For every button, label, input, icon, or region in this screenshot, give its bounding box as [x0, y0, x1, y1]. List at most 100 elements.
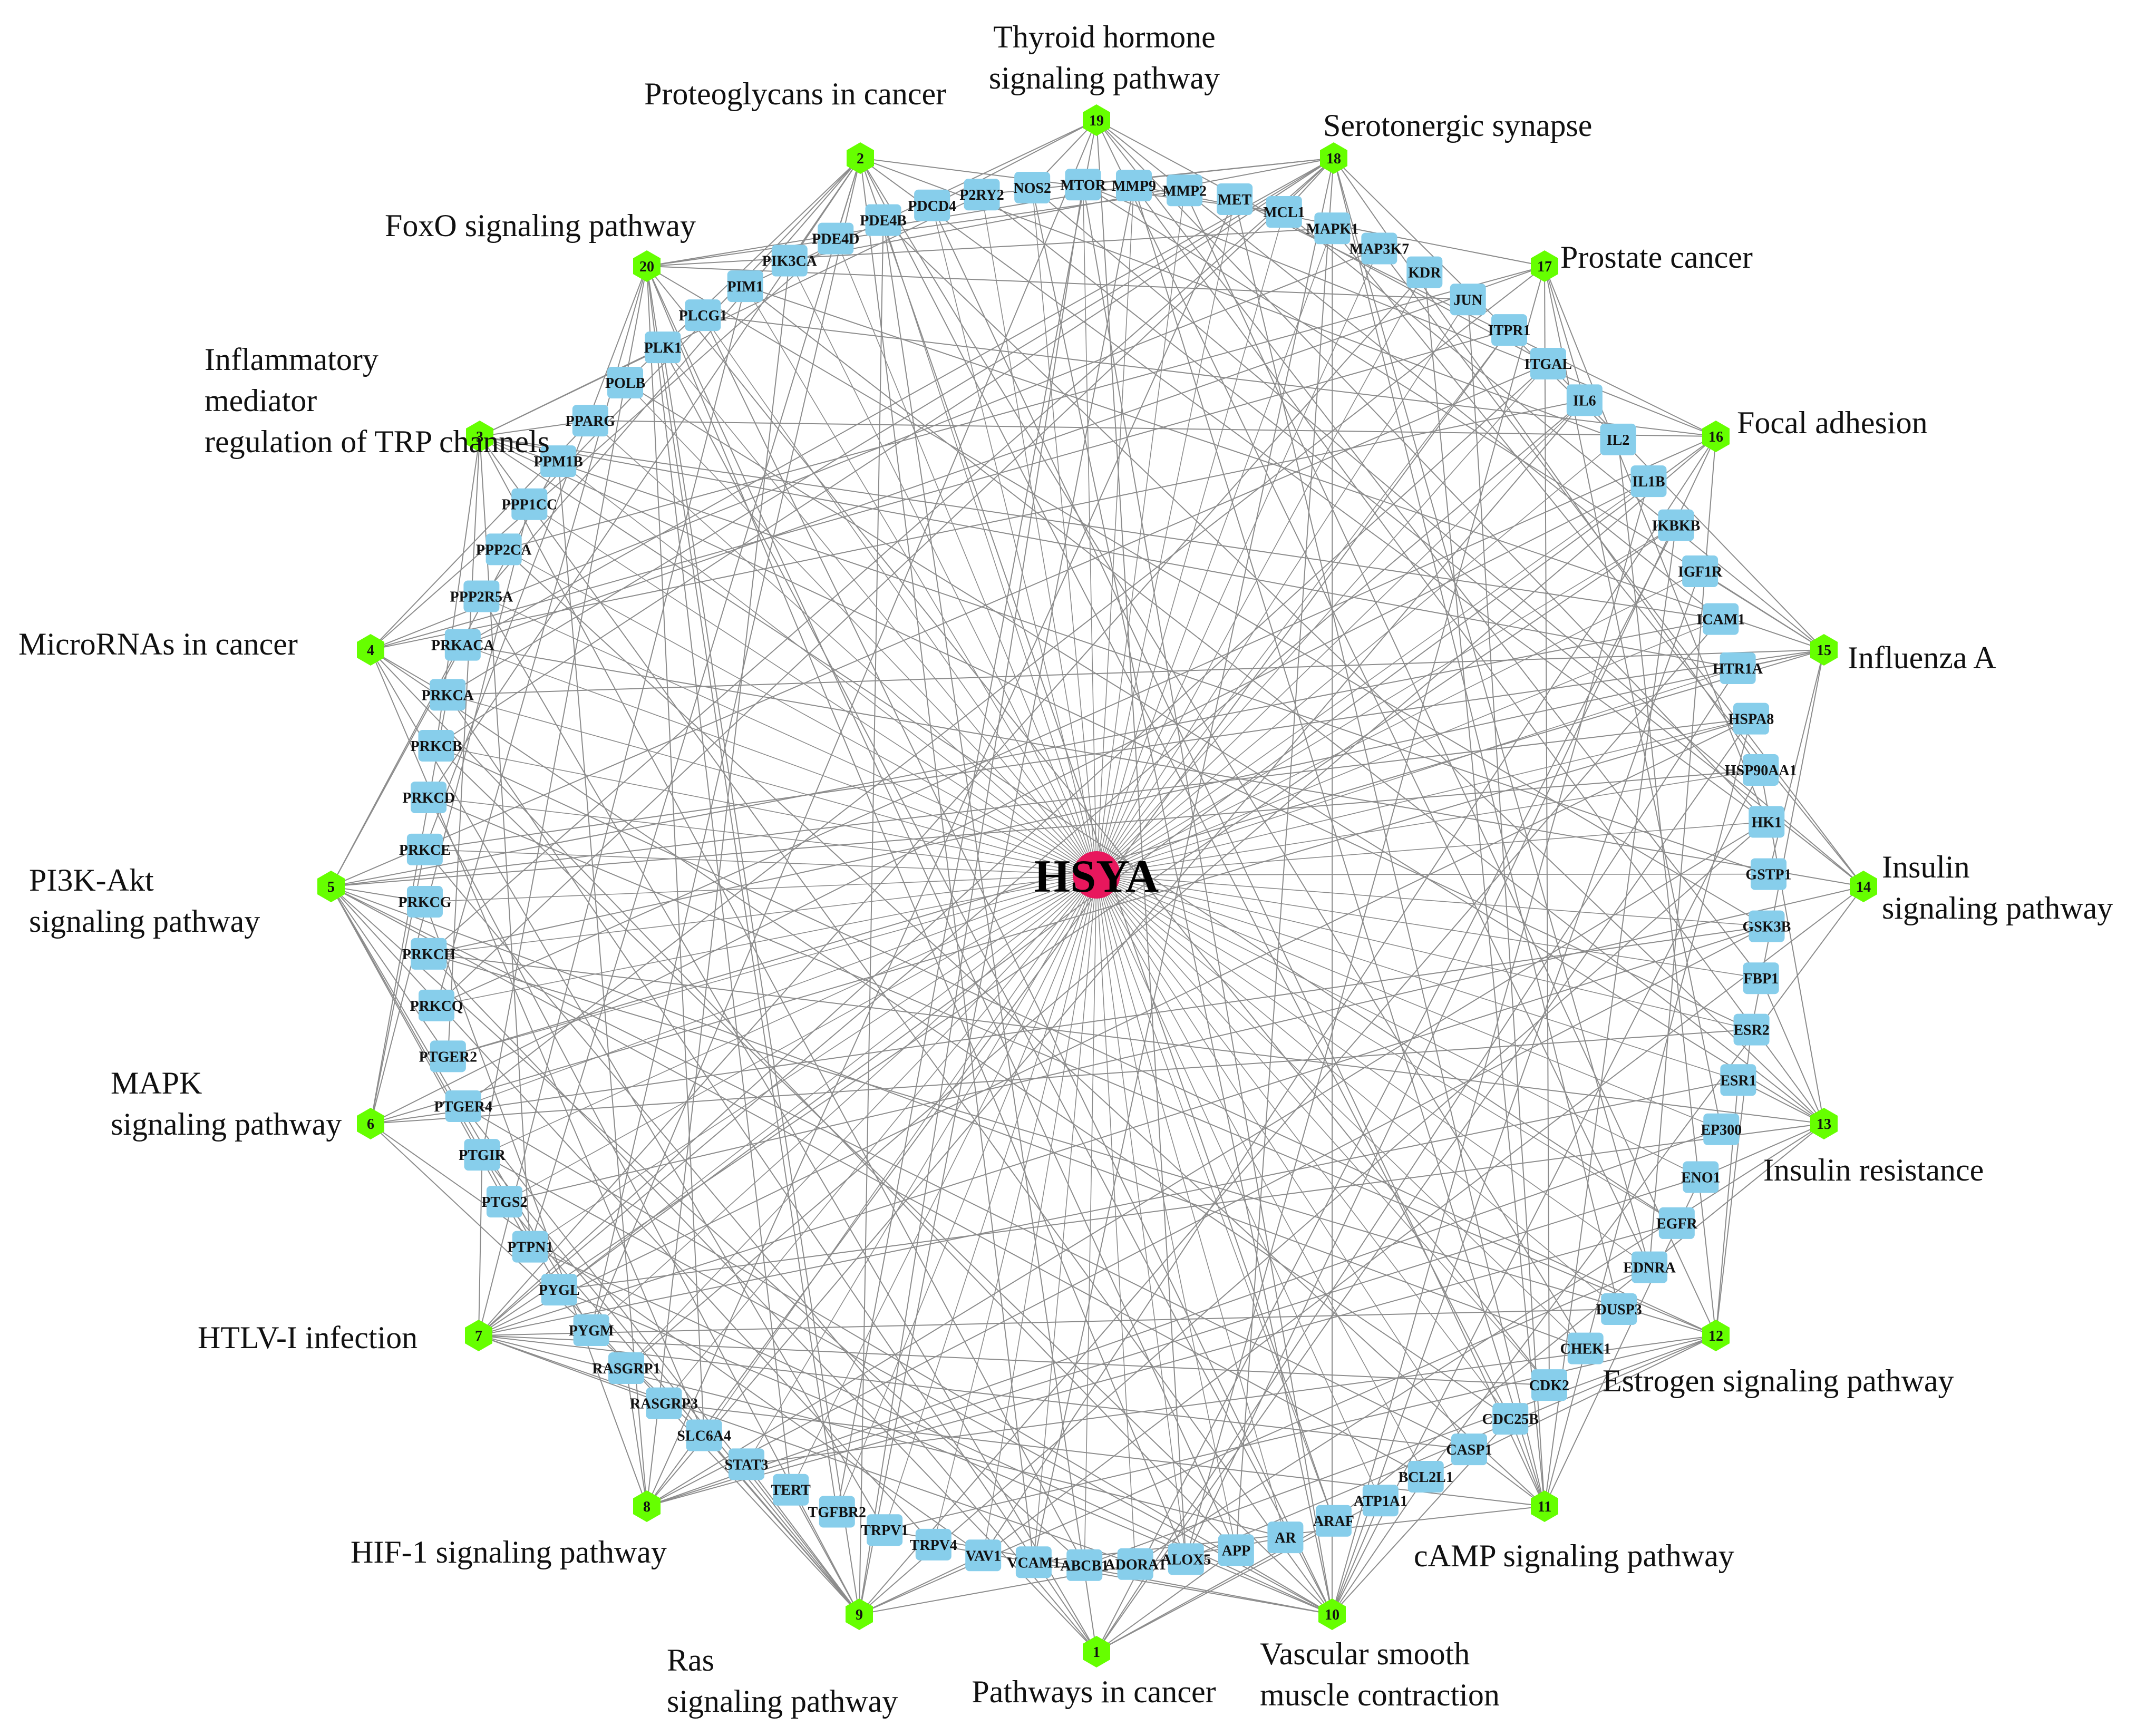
gene-node-gsk3b[interactable]: GSK3B [1743, 910, 1791, 942]
gene-node-prkcd[interactable]: PRKCD [402, 781, 455, 813]
gene-node-app[interactable]: APP [1218, 1534, 1254, 1566]
gene-node-araf[interactable]: ARAF [1313, 1505, 1354, 1537]
gene-node-hspa8[interactable]: HSPA8 [1729, 703, 1774, 735]
gene-node-prkcg[interactable]: PRKCG [398, 885, 452, 918]
gene-node-hsp90aa1[interactable]: HSP90AA1 [1725, 754, 1797, 786]
gene-node-jun[interactable]: JUN [1450, 284, 1486, 316]
gene-node-igf1r[interactable]: IGF1R [1678, 555, 1723, 587]
gene-node-met[interactable]: MET [1217, 183, 1253, 215]
gene-node-egfr[interactable]: EGFR [1656, 1207, 1698, 1239]
gene-node-plk1[interactable]: PLK1 [644, 331, 682, 364]
gene-node-eno1[interactable]: ENO1 [1681, 1161, 1721, 1193]
gene-node-casp1[interactable]: CASP1 [1446, 1433, 1492, 1466]
gene-node-ppp2r5a[interactable]: PPP2R5A [450, 580, 513, 612]
center-node[interactable]: HSYA [1034, 851, 1159, 902]
gene-node-rasgrp3[interactable]: RASGRP3 [630, 1387, 698, 1419]
gene-node-vcam1[interactable]: VCAM1 [1007, 1546, 1060, 1578]
gene-node-atp1a1[interactable]: ATP1A1 [1354, 1485, 1407, 1517]
gene-node-itgal[interactable]: ITGAL [1525, 347, 1572, 379]
gene-node-ptgs2[interactable]: PTGS2 [481, 1186, 527, 1218]
gene-node-polb[interactable]: POLB [605, 366, 645, 398]
gene-node-pygm[interactable]: PYGM [569, 1314, 614, 1347]
gene-node-ar[interactable]: AR [1267, 1522, 1304, 1554]
gene-node-il6[interactable]: IL6 [1566, 384, 1603, 416]
gene-node-ppp1cc[interactable]: PPP1CC [501, 488, 557, 520]
gene-node-prkce[interactable]: PRKCE [399, 833, 451, 865]
gene-node-prkcb[interactable]: PRKCB [411, 729, 462, 762]
gene-node-dusp3[interactable]: DUSP3 [1596, 1293, 1642, 1325]
gene-node-hk1[interactable]: HK1 [1749, 806, 1785, 838]
gene-node-pparg[interactable]: PPARG [566, 405, 616, 437]
gene-node-pdcd4[interactable]: PDCD4 [908, 189, 956, 221]
gene-node-plcg1[interactable]: PLCG1 [678, 299, 727, 331]
gene-node-rasgrp1[interactable]: RASGRP1 [592, 1352, 661, 1384]
gene-node-trpv4[interactable]: TRPV4 [910, 1528, 957, 1561]
gene-node-ptger4[interactable]: PTGER4 [434, 1090, 492, 1123]
gene-node-trpv1[interactable]: TRPV1 [861, 1514, 908, 1546]
gene-node-pde4d[interactable]: PDE4D [812, 222, 859, 255]
gene-node-tert[interactable]: TERT [771, 1474, 811, 1506]
gene-node-ednra[interactable]: EDNRA [1623, 1251, 1676, 1283]
gene-node-prkca[interactable]: PRKCA [421, 679, 474, 711]
gene-node-bcl2l1[interactable]: BCL2L1 [1399, 1460, 1453, 1493]
gene-node-pim1[interactable]: PIM1 [727, 270, 763, 303]
gene-node-slc6a4[interactable]: SLC6A4 [677, 1419, 731, 1451]
gene-node-gstp1[interactable]: GSTP1 [1745, 858, 1792, 890]
gene-node-ptger2[interactable]: PTGER2 [419, 1040, 477, 1072]
gene-node-kdr[interactable]: KDR [1406, 256, 1443, 288]
gene-node-tgfbr2[interactable]: TGFBR2 [808, 1496, 866, 1528]
gene-node-pygl[interactable]: PYGL [539, 1274, 580, 1306]
gene-node-adora1[interactable]: ADORA1 [1104, 1548, 1166, 1580]
gene-node-ppp2ca[interactable]: PPP2CA [476, 533, 532, 565]
gene-node-prkaca[interactable]: PRKACA [431, 629, 495, 661]
gene-node-map3k7[interactable]: MAP3K7 [1349, 232, 1410, 265]
gene-node-il2[interactable]: IL2 [1600, 423, 1636, 455]
gene-node-ptgir[interactable]: PTGIR [459, 1139, 506, 1171]
gene-node-icam1[interactable]: ICAM1 [1696, 603, 1745, 635]
gene-node-abcb1[interactable]: ABCB1 [1060, 1549, 1109, 1581]
gene-node-stat3[interactable]: STAT3 [725, 1448, 769, 1480]
gene-node-esr2[interactable]: ESR2 [1733, 1013, 1770, 1046]
gene-node-cdk2[interactable]: CDK2 [1529, 1369, 1569, 1401]
gene-node-ikbkb[interactable]: IKBKB [1652, 509, 1701, 541]
gene-node-ep300[interactable]: EP300 [1701, 1113, 1742, 1145]
gene-node-pde4b[interactable]: PDE4B [860, 204, 907, 236]
gene-node-ptpn1[interactable]: PTPN1 [507, 1231, 553, 1263]
gene-node-mapk1[interactable]: MAPK1 [1306, 212, 1359, 245]
gene-node-nos2[interactable]: NOS2 [1013, 171, 1051, 203]
gene-node-mtor[interactable]: MTOR [1060, 169, 1106, 201]
gene-node-prkch[interactable]: PRKCH [402, 938, 455, 970]
gene-node-mcl1[interactable]: MCL1 [1263, 196, 1305, 228]
gene-node-mmp9[interactable]: MMP9 [1112, 170, 1156, 202]
gene-node-itpr1[interactable]: ITPR1 [1488, 314, 1531, 346]
gene-node-p2ry2[interactable]: P2RY2 [959, 179, 1004, 211]
gene-node-htr1a[interactable]: HTR1A [1713, 652, 1763, 685]
gene-node-esr1[interactable]: ESR1 [1720, 1064, 1756, 1096]
gene-node-ppm1b[interactable]: PPM1B [533, 445, 583, 477]
gene-node-il1b[interactable]: IL1B [1630, 465, 1667, 498]
gene-node-cdc25b[interactable]: CDC25B [1482, 1403, 1539, 1435]
gene-node-pik3ca[interactable]: PIK3CA [762, 245, 818, 277]
gene-node-mmp2[interactable]: MMP2 [1162, 174, 1207, 207]
gene-node-prkcq[interactable]: PRKCQ [410, 989, 463, 1021]
gene-node-fbp1[interactable]: FBP1 [1743, 962, 1779, 994]
